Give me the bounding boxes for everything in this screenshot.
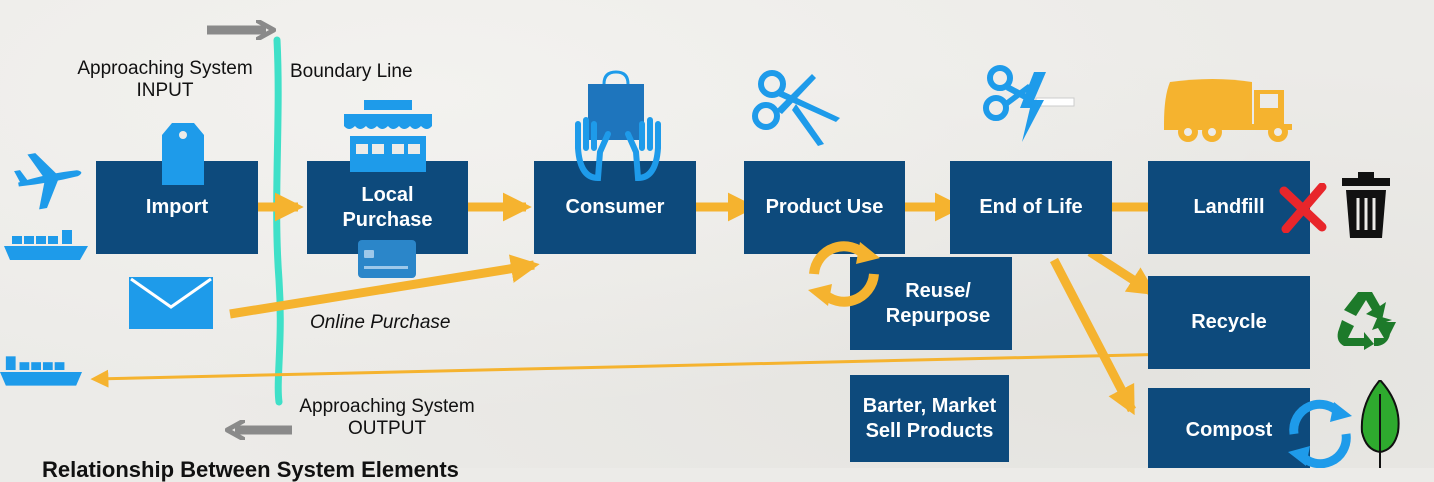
- arrow-recycle-export: [90, 352, 1177, 388]
- cycle-arrows-icon: [808, 241, 880, 307]
- output-label: Approaching System OUTPUT: [299, 396, 475, 439]
- consumer-box: Consumer: [534, 161, 696, 254]
- product-use-box: Product Use: [744, 161, 905, 254]
- boundary-label: Boundary Line: [290, 61, 413, 82]
- compost-cycle-icon: [1288, 399, 1352, 468]
- price-tag-icon: [162, 123, 204, 185]
- local-purchase-box: Local Purchase: [307, 161, 468, 254]
- import-box: Import: [96, 161, 258, 254]
- end-of-life-box: End of Life: [950, 161, 1112, 254]
- envelope-icon: [129, 277, 213, 329]
- footer-title: Relationship Between System Elements: [42, 457, 459, 482]
- leaf-icon: [1360, 380, 1400, 468]
- landfill-box: Landfill: [1148, 161, 1310, 254]
- compost-box: Compost: [1148, 388, 1310, 468]
- arrow-online-consumer: [229, 254, 540, 319]
- trash-can-icon: [1342, 172, 1390, 238]
- input-label: Approaching System INPUT: [77, 58, 253, 101]
- airplane-icon: [14, 153, 82, 210]
- red-x-icon: [1279, 183, 1327, 233]
- ship-icon-export: [0, 356, 82, 386]
- ship-icon: [4, 230, 88, 260]
- arrow-eol-recycle: [1087, 248, 1157, 296]
- store-icon: [344, 100, 432, 172]
- reuse-repurpose-box: Reuse/ Repurpose: [850, 257, 1012, 350]
- credit-card-icon: [358, 240, 416, 278]
- recycle-box: Recycle: [1148, 276, 1310, 369]
- barter-market-box: Barter, Market Sell Products: [850, 375, 1009, 462]
- shopping-bag-hands-icon: [575, 70, 661, 182]
- online-purchase-label: Online Purchase: [310, 312, 451, 333]
- boundary-line: [273, 36, 284, 406]
- scissors-lightning-icon: [983, 65, 1075, 142]
- scissors-icon: [752, 70, 840, 146]
- garbage-truck-icon: [1164, 79, 1292, 142]
- recycle-icon: [1337, 292, 1396, 350]
- arrow-eol-compost: [1050, 257, 1136, 416]
